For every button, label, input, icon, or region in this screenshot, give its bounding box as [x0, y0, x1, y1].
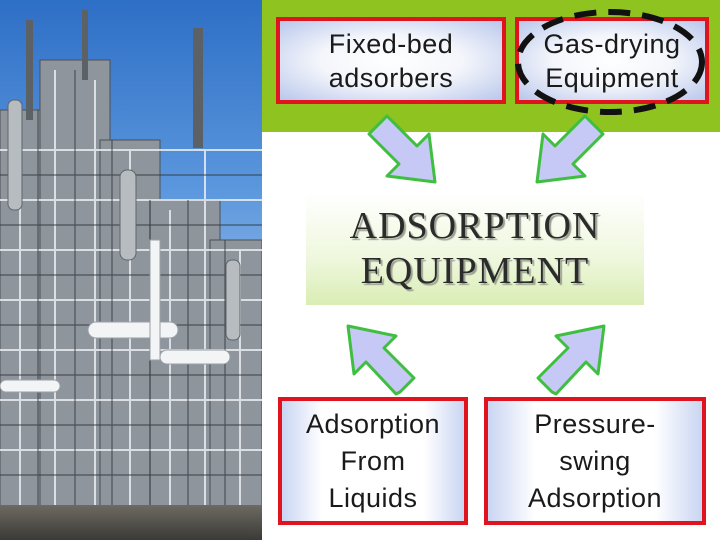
adsorption-equipment-box: ADSORPTION EQUIPMENT	[306, 193, 644, 305]
arrow-top-right-icon	[535, 114, 605, 184]
arrow-bottom-left-icon	[346, 324, 416, 396]
gas-drying-equipment-box: Gas-drying Equipment	[515, 17, 709, 104]
adsorption-from-liquids-box: Adsorption From Liquids	[278, 397, 468, 525]
fixed-bed-adsorbers-box: Fixed-bed adsorbers	[276, 17, 506, 104]
pressure-swing-adsorption-box: Pressure- swing Adsorption	[484, 397, 706, 525]
industrial-plant-photo	[0, 0, 262, 540]
arrow-bottom-right-icon	[536, 324, 606, 396]
arrow-top-left-icon	[367, 114, 437, 184]
highlight-ring	[515, 9, 705, 115]
